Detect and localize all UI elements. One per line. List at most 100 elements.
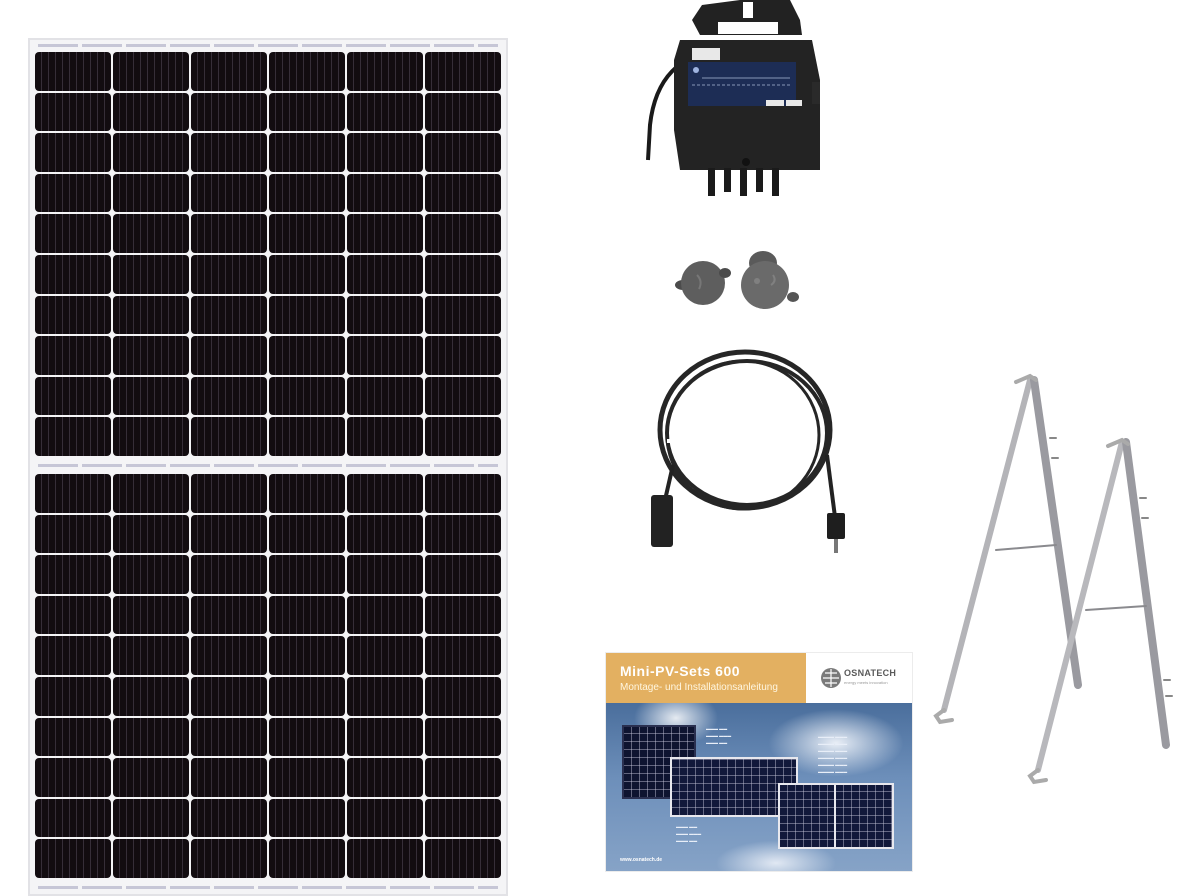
solar-cell <box>425 839 501 878</box>
solar-cell <box>269 474 345 513</box>
solar-cell <box>191 254 267 294</box>
solar-cell <box>347 295 423 335</box>
solar-cell <box>113 636 189 675</box>
solar-cell <box>35 92 111 132</box>
installation-manual-brochure: Mini-PV-Sets 600 Montage- und Installati… <box>606 653 912 871</box>
solar-cell <box>269 514 345 554</box>
solar-cell <box>113 514 189 554</box>
solar-cell <box>35 839 111 878</box>
sealing-caps-image <box>675 251 799 309</box>
solar-cell <box>347 336 423 375</box>
solar-cell <box>35 173 111 213</box>
solar-cell <box>113 595 189 635</box>
solar-cell <box>191 595 267 635</box>
mounting-brackets-image <box>933 373 1173 785</box>
solar-cell <box>113 295 189 335</box>
solar-cell <box>425 676 501 716</box>
solar-cell <box>191 798 267 838</box>
solar-cell <box>113 798 189 838</box>
solar-cell <box>425 717 501 757</box>
solar-cell <box>269 254 345 294</box>
solar-cell <box>347 676 423 716</box>
solar-cell <box>269 336 345 375</box>
solar-cell <box>191 514 267 554</box>
solar-cell <box>113 92 189 132</box>
solar-cell <box>425 133 501 172</box>
solar-cell <box>35 376 111 416</box>
panel-busbar-bottom <box>38 886 498 889</box>
solar-cell <box>191 92 267 132</box>
solar-cell <box>269 52 345 91</box>
panel-lower-half <box>35 474 501 878</box>
ac-cable-image <box>651 349 845 553</box>
brochure-title: Mini-PV-Sets 600 <box>620 663 741 679</box>
solar-cell <box>347 514 423 554</box>
brochure-variant-list-3: ▬▬▬ ▬▬▬▬▬ ▬▬▬▬▬▬ ▬▬ <box>676 824 702 843</box>
solar-cell <box>35 295 111 335</box>
solar-cell <box>113 336 189 375</box>
solar-cell <box>269 676 345 716</box>
solar-cell <box>113 254 189 294</box>
solar-cell <box>347 717 423 757</box>
solar-cell <box>425 336 501 375</box>
solar-cell <box>269 133 345 172</box>
solar-cell <box>269 798 345 838</box>
solar-cell <box>113 555 189 594</box>
solar-cell <box>425 474 501 513</box>
brochure-variant-list-1: ▬▬▬ ▬▬▬▬▬ ▬▬▬▬▬▬ ▬▬ <box>706 726 732 745</box>
solar-cell <box>191 417 267 456</box>
brochure-variant-list-2: ▬▬▬▬ ▬▬▬▬▬▬▬ ▬▬▬▬▬▬▬ ▬▬▬▬▬▬▬ ▬▬▬▬▬▬▬ ▬▬▬… <box>818 734 848 774</box>
brochure-title-band: Mini-PV-Sets 600 Montage- und Installati… <box>606 653 806 703</box>
solar-cell <box>35 758 111 797</box>
solar-cell <box>425 417 501 456</box>
solar-cell <box>347 376 423 416</box>
brochure-panel-duo-right <box>834 783 894 849</box>
solar-cell <box>191 839 267 878</box>
logo-tagline: energy meets innovation <box>844 680 888 685</box>
solar-cell <box>35 417 111 456</box>
solar-cell <box>425 214 501 253</box>
solar-cell <box>113 376 189 416</box>
solar-cell <box>425 52 501 91</box>
solar-cell <box>35 636 111 675</box>
solar-cell <box>269 717 345 757</box>
solar-cell <box>269 636 345 675</box>
solar-cell <box>269 214 345 253</box>
solar-cell <box>347 595 423 635</box>
solar-cell <box>35 52 111 91</box>
solar-cell <box>269 555 345 594</box>
logo-text: OSNATECH <box>844 668 897 678</box>
panel-busbar-top <box>38 44 498 47</box>
brochure-header: Mini-PV-Sets 600 Montage- und Installati… <box>606 653 912 703</box>
solar-cell <box>113 417 189 456</box>
solar-cell <box>425 376 501 416</box>
sealing-cap-right <box>741 251 799 309</box>
solar-cell <box>425 295 501 335</box>
brochure-sky-image: ▬▬▬ ▬▬▬▬▬ ▬▬▬▬▬▬ ▬▬ ▬▬▬▬ ▬▬▬▬▬▬▬ ▬▬▬▬▬▬▬… <box>606 703 912 871</box>
solar-cell <box>191 214 267 253</box>
solar-cell <box>347 214 423 253</box>
solar-cell <box>35 676 111 716</box>
solar-cell <box>269 417 345 456</box>
solar-cell <box>35 336 111 375</box>
solar-cell <box>113 52 189 91</box>
solar-panel <box>28 38 508 896</box>
solar-cell <box>35 798 111 838</box>
solar-cell <box>347 758 423 797</box>
solar-cell <box>191 376 267 416</box>
solar-cell <box>113 717 189 757</box>
solar-cell <box>113 474 189 513</box>
solar-cell <box>191 295 267 335</box>
solar-cell <box>113 133 189 172</box>
solar-cell <box>425 173 501 213</box>
solar-cell <box>113 173 189 213</box>
brochure-panel-wide <box>670 757 798 817</box>
solar-cell <box>347 839 423 878</box>
osnatech-logo: OSNATECH energy meets innovation <box>820 665 908 693</box>
solar-cell <box>35 595 111 635</box>
solar-cell <box>425 92 501 132</box>
solar-cell <box>269 376 345 416</box>
solar-cell <box>191 636 267 675</box>
solar-cell <box>191 474 267 513</box>
brochure-panel-duo-left <box>778 783 838 849</box>
